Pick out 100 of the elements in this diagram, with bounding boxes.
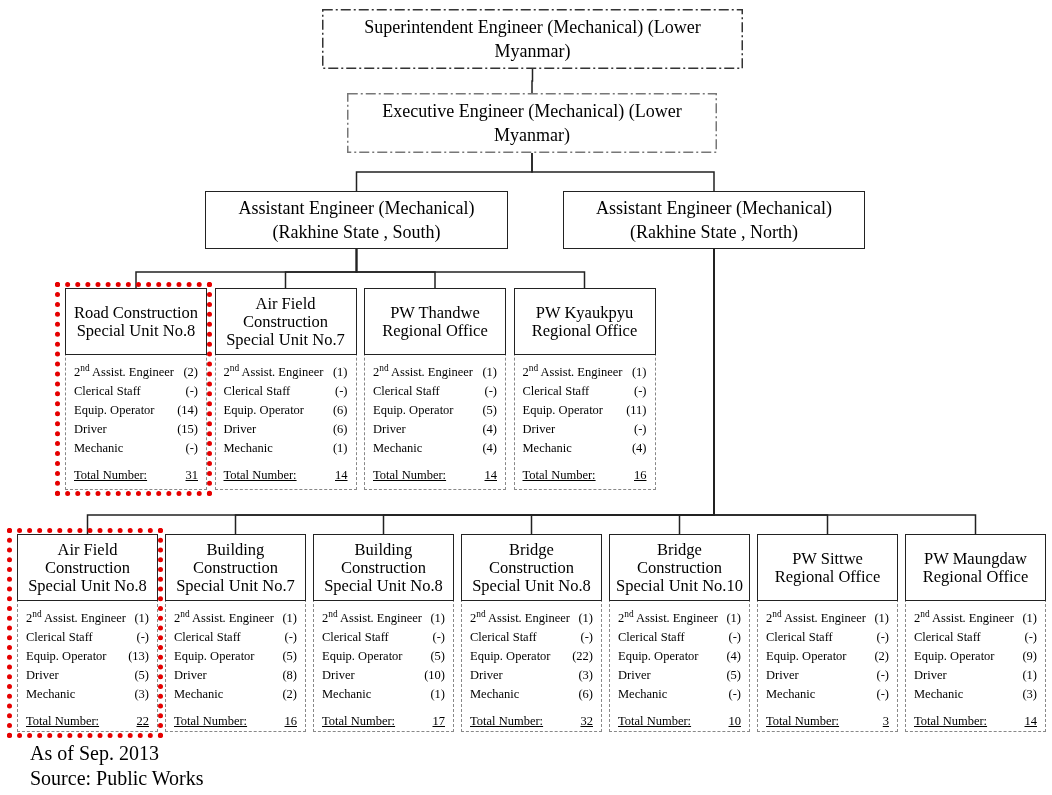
staff-role: Mechanic: [26, 686, 76, 703]
unit-title: Air Field Construction Special Unit No.7: [214, 288, 357, 355]
staff-role: Equip. Operator: [766, 648, 847, 665]
staff-count: (1): [1022, 667, 1037, 684]
staff-count: (4): [482, 421, 497, 438]
staff-role: Driver: [74, 421, 107, 438]
staff-role: Mechanic: [373, 440, 423, 457]
position-title: Executive Engineer (Mechanical) (Lower Myanmar): [381, 100, 683, 147]
staff-role: Driver: [322, 667, 355, 684]
position-box: [563, 191, 865, 249]
unit-panel: [757, 534, 898, 732]
total-count: 31: [185, 467, 198, 484]
staff-count: (3): [134, 686, 149, 703]
unit-title: PW Thandwe Regional Office: [364, 288, 506, 355]
staff-count: (1): [282, 610, 297, 627]
total-label: Total Number:: [26, 713, 100, 730]
staff-count: (3): [578, 667, 593, 684]
connector-line: [531, 68, 534, 94]
staff-count: (-): [634, 421, 647, 438]
total-count: 16: [284, 713, 297, 730]
unit-panel: [313, 534, 454, 732]
total-count: 14: [484, 467, 497, 484]
staff-count: (-): [335, 383, 348, 400]
staff-role: Driver: [766, 667, 799, 684]
staff-role: Mechanic: [174, 686, 224, 703]
total-label: Total Number:: [74, 467, 148, 484]
staff-count: (14): [177, 402, 198, 419]
staff-role: Equip. Operator: [914, 648, 995, 665]
unit-panel: [364, 288, 506, 490]
staff-role: Clerical Staff: [26, 629, 93, 646]
staff-count: (1): [430, 610, 445, 627]
staff-role: 2$^{nd}$ Assist. Engineer: [74, 363, 174, 381]
staff-role: Mechanic: [914, 686, 964, 703]
staff-count: (-): [728, 629, 741, 646]
staff-role: Driver: [26, 667, 59, 684]
staff-role: Driver: [914, 667, 947, 684]
staff-role: 2$^{nd}$ Assist. Engineer: [174, 609, 274, 627]
staff-role: Equip. Operator: [174, 648, 255, 665]
total-label: Total Number:: [618, 713, 692, 730]
unit-title: PW Sittwe Regional Office: [757, 534, 898, 601]
staff-role: Equip. Operator: [223, 402, 305, 419]
staff-role: Mechanic: [618, 686, 668, 703]
staff-count: (2): [183, 364, 198, 381]
staff-role: Clerical Staff: [174, 629, 241, 646]
total-label: Total Number:: [766, 713, 840, 730]
staff-count: (-): [634, 383, 647, 400]
staff-count: (5): [430, 648, 445, 665]
staff-count: (4): [482, 440, 497, 457]
connector-line: [355, 248, 586, 289]
staff-count: (-): [580, 629, 593, 646]
total-count: 16: [634, 467, 647, 484]
unit-panel: [905, 534, 1046, 732]
unit-title: Bridge Construction Special Unit No.8: [461, 534, 602, 601]
staff-role: Mechanic: [766, 686, 816, 703]
staff-count: (6): [332, 421, 348, 438]
unit-panel: [513, 288, 656, 490]
staff-count: (1): [1022, 610, 1037, 627]
staff-role: Equip. Operator: [470, 648, 551, 665]
staff-role: 2$^{nd}$ Assist. Engineer: [223, 363, 324, 381]
staff-count: (1): [578, 610, 593, 627]
staff-role: Clerical Staff: [522, 383, 590, 400]
staff-count: (22): [572, 648, 593, 665]
total-count: 10: [728, 713, 741, 730]
staff-role: Clerical Staff: [914, 629, 981, 646]
staff-count: (1): [134, 610, 149, 627]
staff-count: (8): [282, 667, 297, 684]
staff-role: 2$^{nd}$ Assist. Engineer: [470, 609, 570, 627]
staff-count: (3): [1022, 686, 1037, 703]
unit-title: PW Maungdaw Regional Office: [905, 534, 1046, 601]
staff-count: (5): [282, 648, 297, 665]
unit-panel: [214, 288, 357, 490]
staff-count: (1): [482, 364, 497, 381]
staff-role: Equip. Operator: [618, 648, 699, 665]
staff-count: (2): [282, 686, 297, 703]
unit-title: Building Construction Special Unit No.8: [313, 534, 454, 601]
staff-role: Equip. Operator: [522, 402, 604, 419]
staff-count: (-): [484, 383, 497, 400]
total-label: Total Number:: [373, 467, 447, 484]
position-box: [347, 93, 717, 153]
staff-count: (-): [876, 629, 889, 646]
staff-role: 2$^{nd}$ Assist. Engineer: [322, 609, 422, 627]
staff-count: (-): [876, 686, 889, 703]
staff-count: (1): [430, 686, 445, 703]
staff-role: Equip. Operator: [373, 402, 454, 419]
staff-count: (-): [185, 383, 198, 400]
unit-title: Building Construction Special Unit No.7: [165, 534, 306, 601]
unit-title: PW Kyaukpyu Regional Office: [513, 288, 656, 355]
total-label: Total Number:: [470, 713, 544, 730]
staff-role: Clerical Staff: [322, 629, 389, 646]
staff-count: (4): [726, 648, 741, 665]
staff-role: Mechanic: [223, 440, 273, 457]
staff-role: Driver: [373, 421, 406, 438]
staff-count: (10): [424, 667, 445, 684]
unit-title: Road Construction Special Unit No.8: [65, 288, 207, 355]
staff-role: Driver: [223, 421, 257, 438]
staff-count: (-): [1024, 629, 1037, 646]
position-title: Superintendent Engineer (Mechanical) (Lower Myanmar): [363, 16, 702, 63]
staff-count: (6): [578, 686, 593, 703]
total-count: 17: [432, 713, 445, 730]
position-title: Assistant Engineer (Mechanical) (Rakhine State , South): [237, 197, 476, 244]
